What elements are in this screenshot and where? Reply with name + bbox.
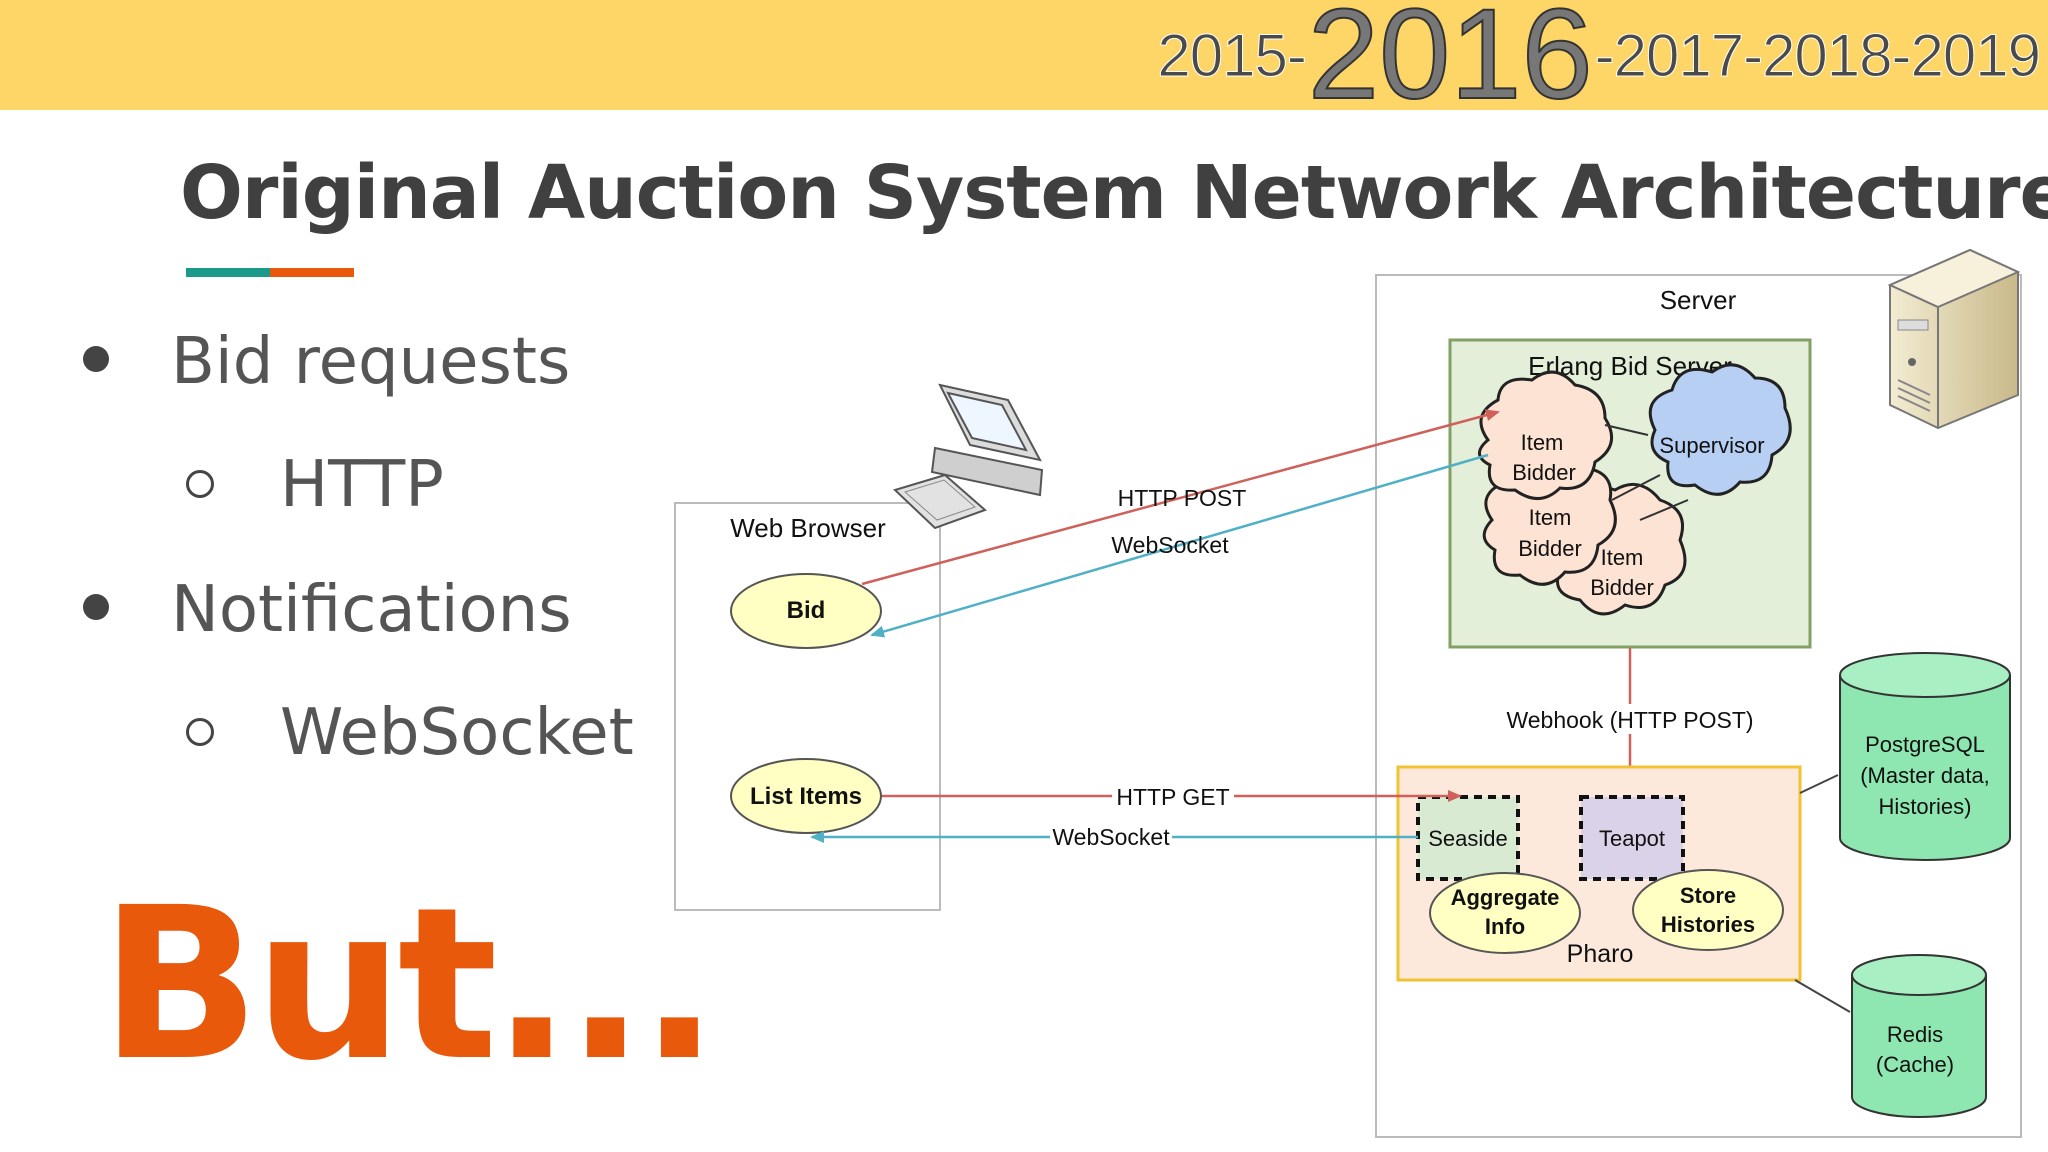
server-tower-icon <box>1887 248 2021 430</box>
server-label: Server <box>1660 285 1737 315</box>
store-histories-ellipse <box>1632 869 1784 951</box>
list-items-label: List Items <box>750 783 862 810</box>
bullet-ring <box>186 470 214 499</box>
bullet-ring <box>186 718 214 747</box>
item-bidder-cloud-1: Item Bidder <box>1478 370 1614 500</box>
bullet-text: Notifications <box>171 573 572 647</box>
redis-text-b: (Cache) <box>1876 1052 1954 1077</box>
teapot-label: Teapot <box>1599 826 1665 851</box>
item-bidder-1-text-b: Bidder <box>1512 460 1576 485</box>
store-histories-text-a: Store <box>1680 883 1736 908</box>
bid-label: Bid <box>787 597 826 624</box>
bullet-http: HTTP <box>180 448 444 522</box>
aggregate-info-ellipse <box>1429 872 1581 954</box>
year-timeline: 2015- 2016 -2017-2018-2019 <box>1157 0 2042 126</box>
item-bidder-2-text-b: Bidder <box>1518 536 1582 561</box>
bid-ellipse[interactable] <box>730 573 882 649</box>
bullet-text: HTTP <box>280 448 444 522</box>
bullet-websocket: WebSocket <box>180 696 634 770</box>
redis-text-a: Redis <box>1887 1022 1943 1047</box>
http-post-label: HTTP POST <box>1118 485 1247 511</box>
teapot-box <box>1579 795 1685 881</box>
top-banner <box>0 0 2048 110</box>
bullet-dot <box>83 346 109 373</box>
postgresql-database-icon: PostgreSQL (Master data, Histories) <box>1839 652 2011 861</box>
web-browser-label: Web Browser <box>730 513 886 543</box>
postgresql-text-b: (Master data, <box>1860 763 1990 788</box>
websocket-top-arrow <box>870 453 1489 638</box>
websocket-top-label: WebSocket <box>1111 532 1229 558</box>
bullet-text: Bid requests <box>171 325 571 399</box>
list-items-ellipse[interactable] <box>730 758 882 834</box>
http-get-label: HTTP GET <box>1116 784 1229 810</box>
bullet-dot <box>83 594 109 621</box>
item-bidder-1-text-a: Item <box>1521 430 1564 455</box>
year-before: 2015- <box>1157 21 1307 89</box>
year-current: 2016 <box>1307 0 1594 126</box>
item-bidder-2-text-a: Item <box>1529 505 1572 530</box>
postgresql-text-a: PostgreSQL <box>1865 732 1985 757</box>
aggregate-info-text-b: Info <box>1485 914 1525 939</box>
store-histories-text-b: Histories <box>1661 912 1755 937</box>
item-bidder-3-text-a: Item <box>1601 545 1644 570</box>
item-bidder-3-text-b: Bidder <box>1590 575 1654 600</box>
redis-database-icon: Redis (Cache) <box>1851 954 1987 1118</box>
bullet-notifications: Notifications <box>80 573 572 647</box>
web-browser-box <box>674 502 941 911</box>
title-underline <box>186 268 354 277</box>
year-after: -2017-2018-2019 <box>1594 21 2041 89</box>
pharo-label: Pharo <box>1567 940 1634 968</box>
bullet-bid-requests: Bid requests <box>80 325 570 399</box>
slide-title: Original Auction System Network Architec… <box>180 150 2048 236</box>
supervisor-cloud: Supervisor <box>1648 363 1792 496</box>
bullet-text: WebSocket <box>280 696 634 770</box>
punchline-text: But... <box>100 862 719 1107</box>
seaside-label: Seaside <box>1428 826 1508 851</box>
computer-icon <box>893 383 1044 530</box>
aggregate-info-text-a: Aggregate <box>1451 885 1560 910</box>
http-post-arrow <box>861 409 1500 586</box>
postgresql-text-c: Histories) <box>1879 794 1972 819</box>
websocket-bottom-label: WebSocket <box>1052 824 1170 850</box>
supervisor-text: Supervisor <box>1659 433 1764 458</box>
webhook-label: Webhook (HTTP POST) <box>1506 707 1753 733</box>
